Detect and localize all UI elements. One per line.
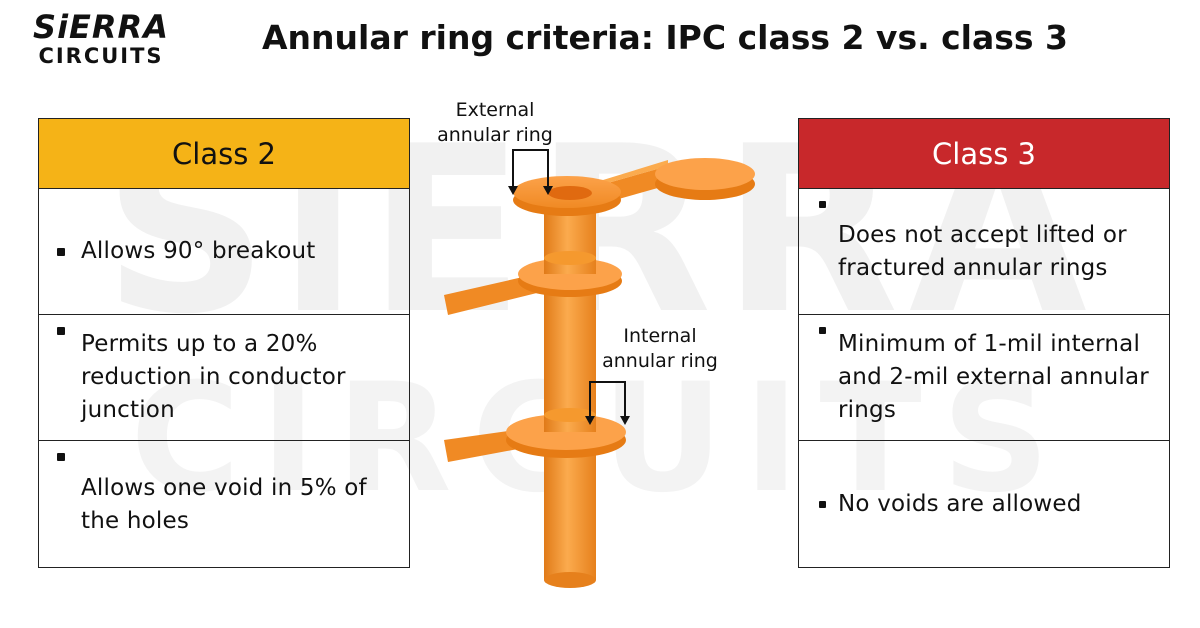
- class3-panel: Class 3 Does not accept lifted or fractu…: [798, 118, 1170, 568]
- bullet-icon: [57, 453, 65, 461]
- internal-pad-upper: [444, 251, 622, 315]
- class2-row: Allows 90° breakout: [39, 189, 409, 315]
- arrowhead-icon: [585, 416, 595, 425]
- bullet-icon: [819, 501, 826, 508]
- internal-pad-lower: [444, 408, 626, 462]
- arrowhead-icon: [543, 186, 553, 195]
- arrowhead-icon: [508, 186, 518, 195]
- via-diagram: [444, 149, 755, 588]
- class2-panel: Class 2 Allows 90° breakout Permits up t…: [38, 118, 410, 568]
- bullet-icon: [57, 327, 65, 335]
- bullet-icon: [57, 247, 65, 256]
- class3-item: Does not accept lifted or fractured annu…: [838, 221, 1127, 281]
- arrowhead-icon: [620, 416, 630, 425]
- class3-item: Minimum of 1-mil internal and 2-mil exte…: [838, 331, 1149, 423]
- page-title: Annular ring criteria: IPC class 2 vs. c…: [262, 18, 1068, 57]
- bullet-icon: [819, 201, 826, 208]
- external-annular-ring-label: External annular ring: [437, 99, 553, 146]
- brand-logo: SiERRA CIRCUITS: [12, 8, 192, 68]
- internal-annular-ring-label: Internal annular ring: [602, 325, 718, 372]
- class2-item: Allows 90° breakout: [81, 238, 316, 264]
- class2-item: Permits up to a 20% reduction in conduct…: [81, 331, 346, 423]
- class2-item: Allows one void in 5% of the holes: [81, 474, 367, 534]
- external-ring-arrow: [512, 149, 549, 188]
- class2-heading: Class 2: [39, 119, 409, 189]
- bullet-icon: [819, 327, 826, 334]
- external-pad: [513, 158, 755, 216]
- internal-ring-arrow: [589, 381, 626, 418]
- brand-logo-line1: SiERRA: [33, 8, 169, 46]
- class3-row: Minimum of 1-mil internal and 2-mil exte…: [799, 315, 1169, 441]
- brand-logo-line2: CIRCUITS: [38, 44, 164, 68]
- class3-row: Does not accept lifted or fractured annu…: [799, 189, 1169, 315]
- class3-item: No voids are allowed: [838, 491, 1082, 517]
- class2-row: Allows one void in 5% of the holes: [39, 441, 409, 568]
- class3-heading: Class 3: [799, 119, 1169, 189]
- class3-row: No voids are allowed: [799, 441, 1169, 568]
- class2-row: Permits up to a 20% reduction in conduct…: [39, 315, 409, 441]
